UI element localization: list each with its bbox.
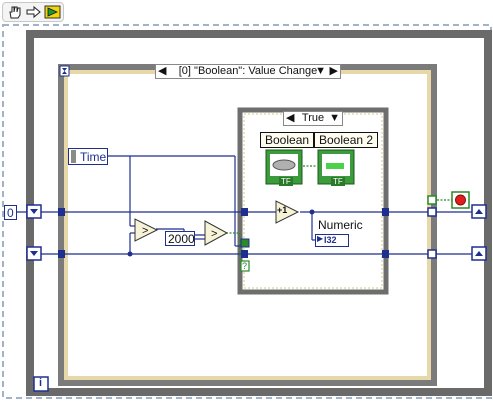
tunnels — [58, 208, 389, 258]
event-structure-inner — [64, 70, 431, 380]
event-case-label: [0] "Boolean": Value Change — [178, 65, 318, 77]
iteration-label: i — [39, 377, 43, 389]
chevron-right-icon[interactable]: ▶ — [329, 65, 338, 77]
iteration-terminal[interactable] — [33, 376, 49, 392]
tf-label: TF — [331, 177, 345, 186]
case-selector-label: True — [301, 112, 325, 124]
increment-function[interactable] — [275, 200, 300, 224]
shift-register-right-1[interactable] — [471, 204, 487, 219]
time-label: Time — [80, 150, 107, 164]
right-tunnel-2 — [427, 249, 437, 259]
svg-text:>: > — [211, 228, 217, 240]
chevron-down-icon[interactable]: ▼ — [315, 65, 326, 77]
boolean2-label: Boolean 2 — [314, 132, 379, 148]
hand-cursor-icon[interactable] — [6, 4, 24, 20]
selector-terminal — [240, 238, 250, 248]
chevron-left-icon[interactable]: ◀ — [286, 112, 295, 124]
numeric-label: Numeric — [318, 218, 363, 232]
numeric-arrow-icon: ▶ — [317, 234, 324, 243]
right-tunnel-1 — [427, 207, 437, 217]
shift-register-left-1[interactable] — [26, 204, 42, 219]
chevron-left-icon[interactable]: ◀ — [158, 65, 167, 77]
tf-label: TF — [279, 177, 293, 186]
case-structure-frame[interactable] — [237, 107, 389, 295]
shift-register-right-2[interactable] — [471, 246, 487, 261]
shift-register-left-2[interactable] — [26, 246, 42, 261]
numeric-type-label: I32 — [324, 235, 337, 245]
numeric-indicator[interactable]: ▶ I32 — [315, 234, 349, 247]
increment-label: +1 — [277, 205, 288, 215]
svg-text:>: > — [142, 225, 148, 237]
arrow-icon[interactable] — [25, 4, 43, 20]
unknown-indicator: ? — [242, 261, 248, 271]
time-terminal[interactable]: Time — [68, 148, 108, 165]
event-structure-frame[interactable] — [58, 64, 437, 386]
event-case-selector[interactable]: ◀ [0] "Boolean": Value Change ▼ ▶ — [155, 64, 341, 79]
while-loop-frame[interactable] — [26, 30, 492, 396]
chevron-down-icon[interactable]: ▼ — [329, 112, 340, 124]
run-arrow-icon[interactable] — [44, 4, 62, 20]
constant-2000[interactable]: 2000 — [165, 231, 195, 246]
hourglass-icon[interactable] — [59, 65, 70, 77]
stop-button-icon[interactable] — [451, 191, 470, 209]
bool-out-tunnel — [427, 195, 437, 205]
greater-than-2[interactable]: > — [204, 220, 229, 246]
greater-than-1[interactable]: > — [134, 218, 159, 242]
case-selector[interactable]: ◀ True ▼ — [283, 111, 343, 126]
constant-zero[interactable]: 0 — [4, 205, 17, 220]
toolbar — [2, 2, 64, 22]
unknown-terminal — [240, 260, 250, 272]
terminal-bar — [71, 150, 76, 163]
boolean-label: Boolean — [260, 132, 315, 148]
